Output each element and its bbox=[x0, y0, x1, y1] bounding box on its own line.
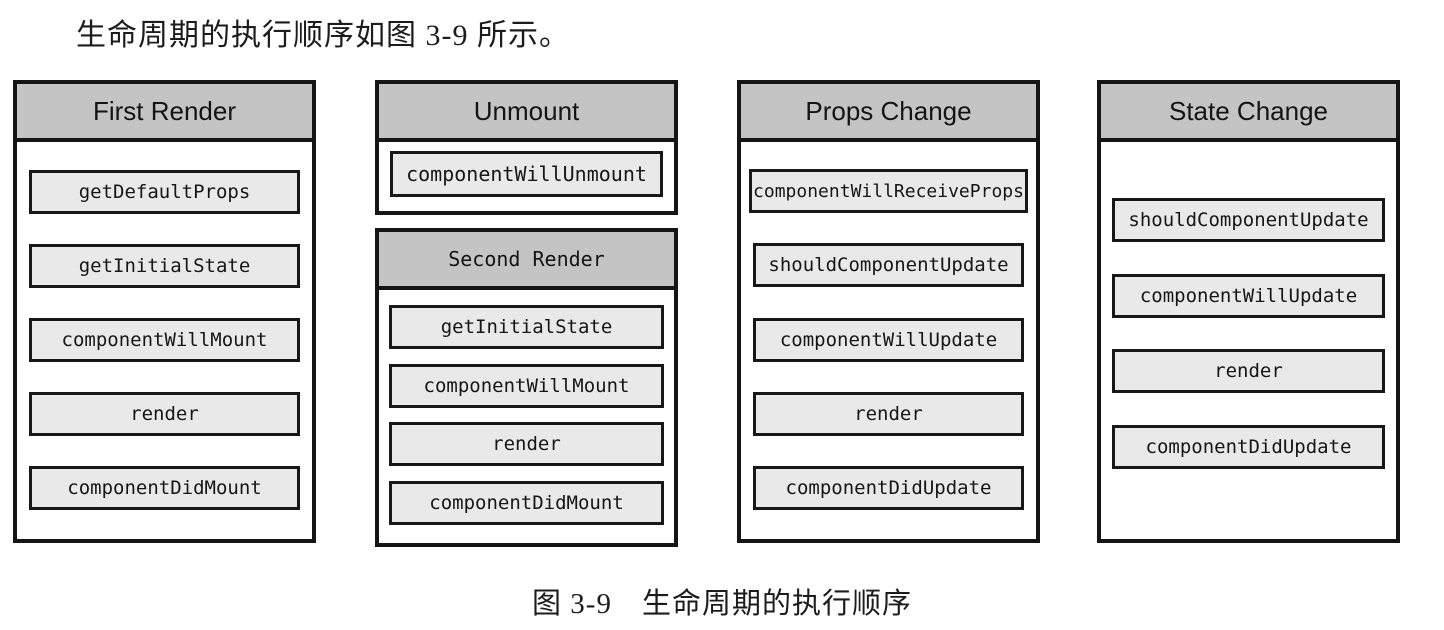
panel-props-change-body: componentWillReceiveProps shouldComponen… bbox=[741, 142, 1036, 535]
panel-props-change-title: Props Change bbox=[741, 84, 1036, 142]
figure-caption: 图 3-9 生命周期的执行顺序 bbox=[532, 588, 912, 620]
panel-unmount: Unmount componentWillUnmount bbox=[375, 80, 678, 215]
panel-state-change-title: State Change bbox=[1101, 84, 1396, 142]
lifecycle-method-box: shouldComponentUpdate bbox=[1112, 198, 1385, 242]
panel-first-render: First Render getDefaultProps getInitialS… bbox=[13, 80, 316, 543]
panel-unmount-body: componentWillUnmount bbox=[379, 142, 674, 207]
lifecycle-method-box: componentWillMount bbox=[29, 318, 300, 362]
lifecycle-method-box: render bbox=[29, 392, 300, 436]
lifecycle-method-box: componentWillUnmount bbox=[390, 151, 663, 197]
lifecycle-method-box: shouldComponentUpdate bbox=[753, 243, 1024, 288]
lifecycle-method-box: componentDidUpdate bbox=[1112, 424, 1385, 469]
panel-props-change: Props Change componentWillReceiveProps s… bbox=[737, 80, 1040, 543]
lifecycle-method-box: getInitialState bbox=[29, 244, 300, 288]
lifecycle-method-box: componentWillUpdate bbox=[1112, 273, 1385, 318]
lifecycle-method-box: getInitialState bbox=[389, 305, 664, 349]
lifecycle-method-box: componentWillReceiveProps bbox=[749, 169, 1028, 213]
lifecycle-method-box: render bbox=[1112, 349, 1385, 394]
panel-first-render-body: getDefaultProps getInitialState componen… bbox=[17, 142, 312, 535]
lifecycle-method-box: componentDidUpdate bbox=[753, 466, 1024, 510]
panel-unmount-title: Unmount bbox=[379, 84, 674, 142]
panel-second-render-body: getInitialState componentWillMount rende… bbox=[379, 290, 674, 539]
lifecycle-method-box: render bbox=[753, 391, 1024, 436]
lifecycle-method-box: componentWillMount bbox=[389, 363, 664, 408]
lifecycle-method-box: render bbox=[389, 422, 664, 467]
lifecycle-method-box: getDefaultProps bbox=[29, 170, 300, 214]
lifecycle-method-box: componentWillUpdate bbox=[753, 317, 1024, 362]
intro-text: 生命周期的执行顺序如图 3-9 所示。 bbox=[76, 19, 570, 52]
panel-first-render-title: First Render bbox=[17, 84, 312, 142]
panel-state-change-body: shouldComponentUpdate componentWillUpdat… bbox=[1101, 142, 1396, 535]
lifecycle-method-box: componentDidMount bbox=[29, 466, 300, 510]
lifecycle-method-box: componentDidMount bbox=[389, 480, 664, 525]
panel-second-render-title: Second Render bbox=[379, 232, 674, 290]
panel-state-change: State Change shouldComponentUpdate compo… bbox=[1097, 80, 1400, 543]
panel-second-render: Second Render getInitialState componentW… bbox=[375, 228, 678, 547]
